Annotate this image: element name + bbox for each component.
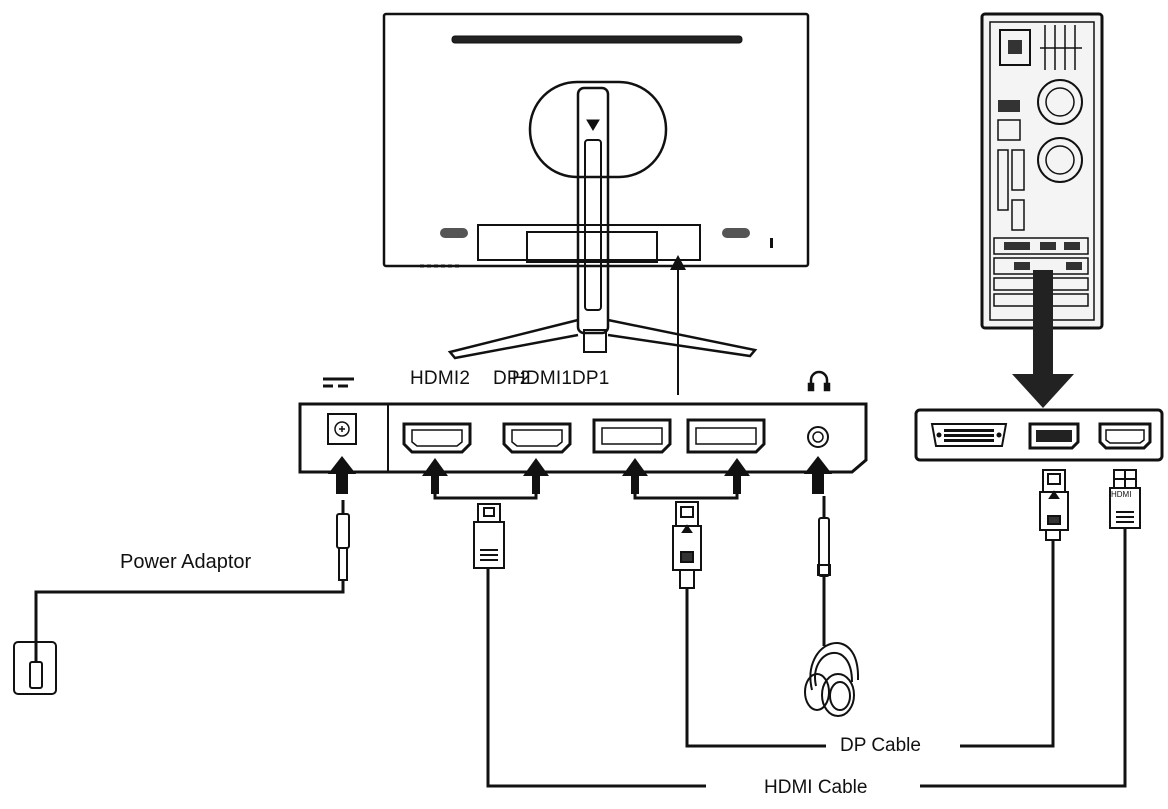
monitor-to-panel-arrow [670,255,686,395]
dp-plug-icon [672,501,702,589]
pc-port-panel [914,408,1164,462]
pc-hdmi-plug-icon [1109,469,1141,529]
audio-plug-icon [817,496,831,592]
port-label-dp1: DP1 [572,368,610,389]
hdmi-plug-icon [473,503,505,569]
port-branch-lines [433,492,739,500]
wall-outlet-icon [13,641,57,695]
power-adaptor-label: Power Adaptor [120,551,252,573]
headphone-symbol-icon [807,370,831,392]
dc-power-symbol [323,377,354,388]
hdmi-cable-label: HDMI Cable [760,778,872,797]
port-label-dp2: DP2 [493,368,531,389]
pc-to-panel-arrow [1012,270,1074,408]
port-arrows [328,456,832,494]
hdmi-plug-mark: HDMI [1111,490,1132,499]
dp-cable-label: DP Cable [836,736,925,755]
cable-lines [34,528,1127,788]
monitor-port-panel [298,402,868,474]
port-label-hdmi1: HDMI1 [512,368,573,389]
port-label-hdmi2: HDMI2 [410,368,471,389]
headphones-icon [804,642,860,717]
monitor-back-icon [382,12,810,360]
power-plug-icon [336,500,350,581]
pc-dp-plug-icon [1039,469,1069,541]
